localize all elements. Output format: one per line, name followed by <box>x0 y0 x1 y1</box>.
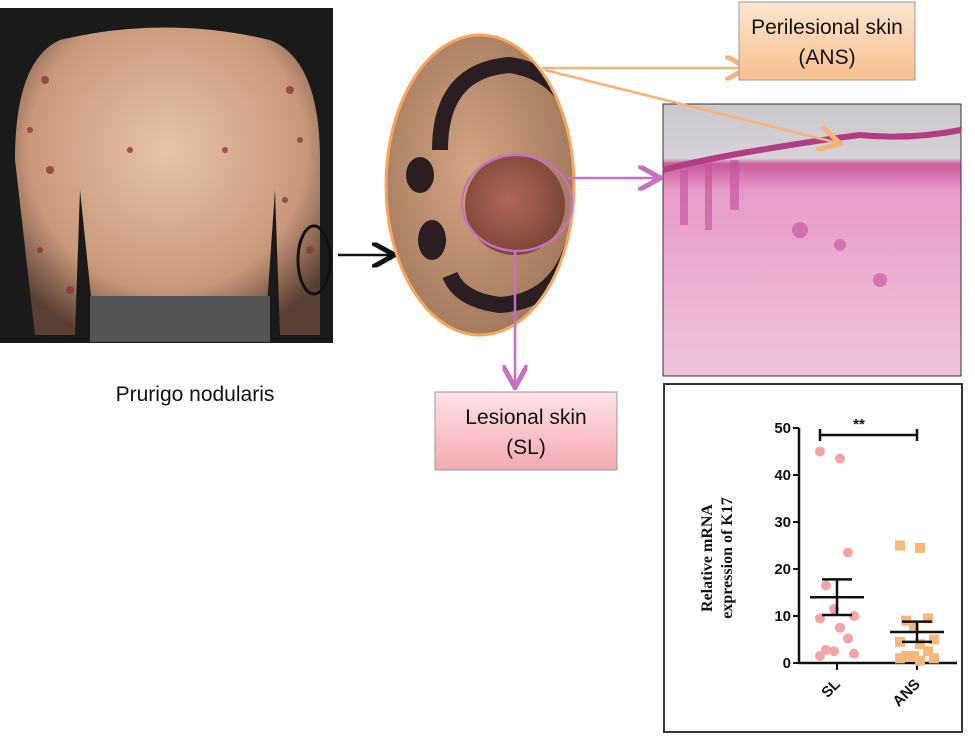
y-tick-label: 20 <box>774 561 791 578</box>
data-point-sl <box>829 646 839 657</box>
data-point-ans <box>895 540 905 551</box>
data-point-sl <box>835 622 845 633</box>
data-point-ans <box>915 542 925 553</box>
k17-scatter-chart: Relative mRNA expression of K17 0 10 20 30 4… <box>663 383 963 733</box>
perilesional-histo-arrow <box>544 68 838 143</box>
significance-label: ** <box>853 416 865 433</box>
data-point-sl <box>835 453 845 464</box>
histology-image <box>662 103 962 377</box>
y-tick-label: 40 <box>774 467 791 484</box>
data-point-sl <box>821 644 831 655</box>
data-point-ans <box>909 650 919 661</box>
perilesional-title: Perilesional skin <box>751 16 903 39</box>
lesional-ring <box>460 153 574 253</box>
data-point-sl <box>849 611 859 621</box>
data-point-ans <box>915 639 925 650</box>
y-tick-label: 50 <box>774 420 791 437</box>
data-point-ans <box>909 620 919 631</box>
y-tick-label: 10 <box>774 608 791 625</box>
data-point-sl <box>815 446 825 457</box>
data-point-ans <box>895 636 905 647</box>
y-axis-label-line1: Relative mRNA <box>699 504 716 612</box>
y-tick-label: 0 <box>783 655 791 672</box>
condition-label: Prurigo nodularis <box>116 383 275 406</box>
data-point-sl <box>843 633 853 644</box>
data-point-sl <box>849 648 859 659</box>
data-point-sl <box>815 650 825 661</box>
perilesional-abbrev: (ANS) <box>798 46 855 69</box>
data-point-ans <box>915 655 925 666</box>
lesion-circle <box>296 224 332 296</box>
chart-frame <box>663 383 963 733</box>
patient-photo <box>0 8 333 343</box>
y-tick-label: 30 <box>774 514 791 531</box>
lesion-closeup <box>384 33 576 337</box>
lesional-title: Lesional skin <box>465 406 586 429</box>
data-point-sl <box>843 547 853 558</box>
data-point-sl <box>821 580 831 591</box>
perilesional-label-box: Perilesional skin (ANS) <box>738 1 916 81</box>
y-axis-label-line2: expression of K17 <box>719 497 736 618</box>
data-point-ans <box>895 653 905 664</box>
data-point-ans <box>923 613 933 624</box>
data-point-ans <box>901 650 911 661</box>
lesional-abbrev: (SL) <box>506 436 546 459</box>
data-point-ans <box>923 646 933 657</box>
data-point-ans <box>929 653 939 664</box>
lesional-label-box: Lesional skin (SL) <box>434 391 618 471</box>
data-point-ans <box>929 634 939 645</box>
